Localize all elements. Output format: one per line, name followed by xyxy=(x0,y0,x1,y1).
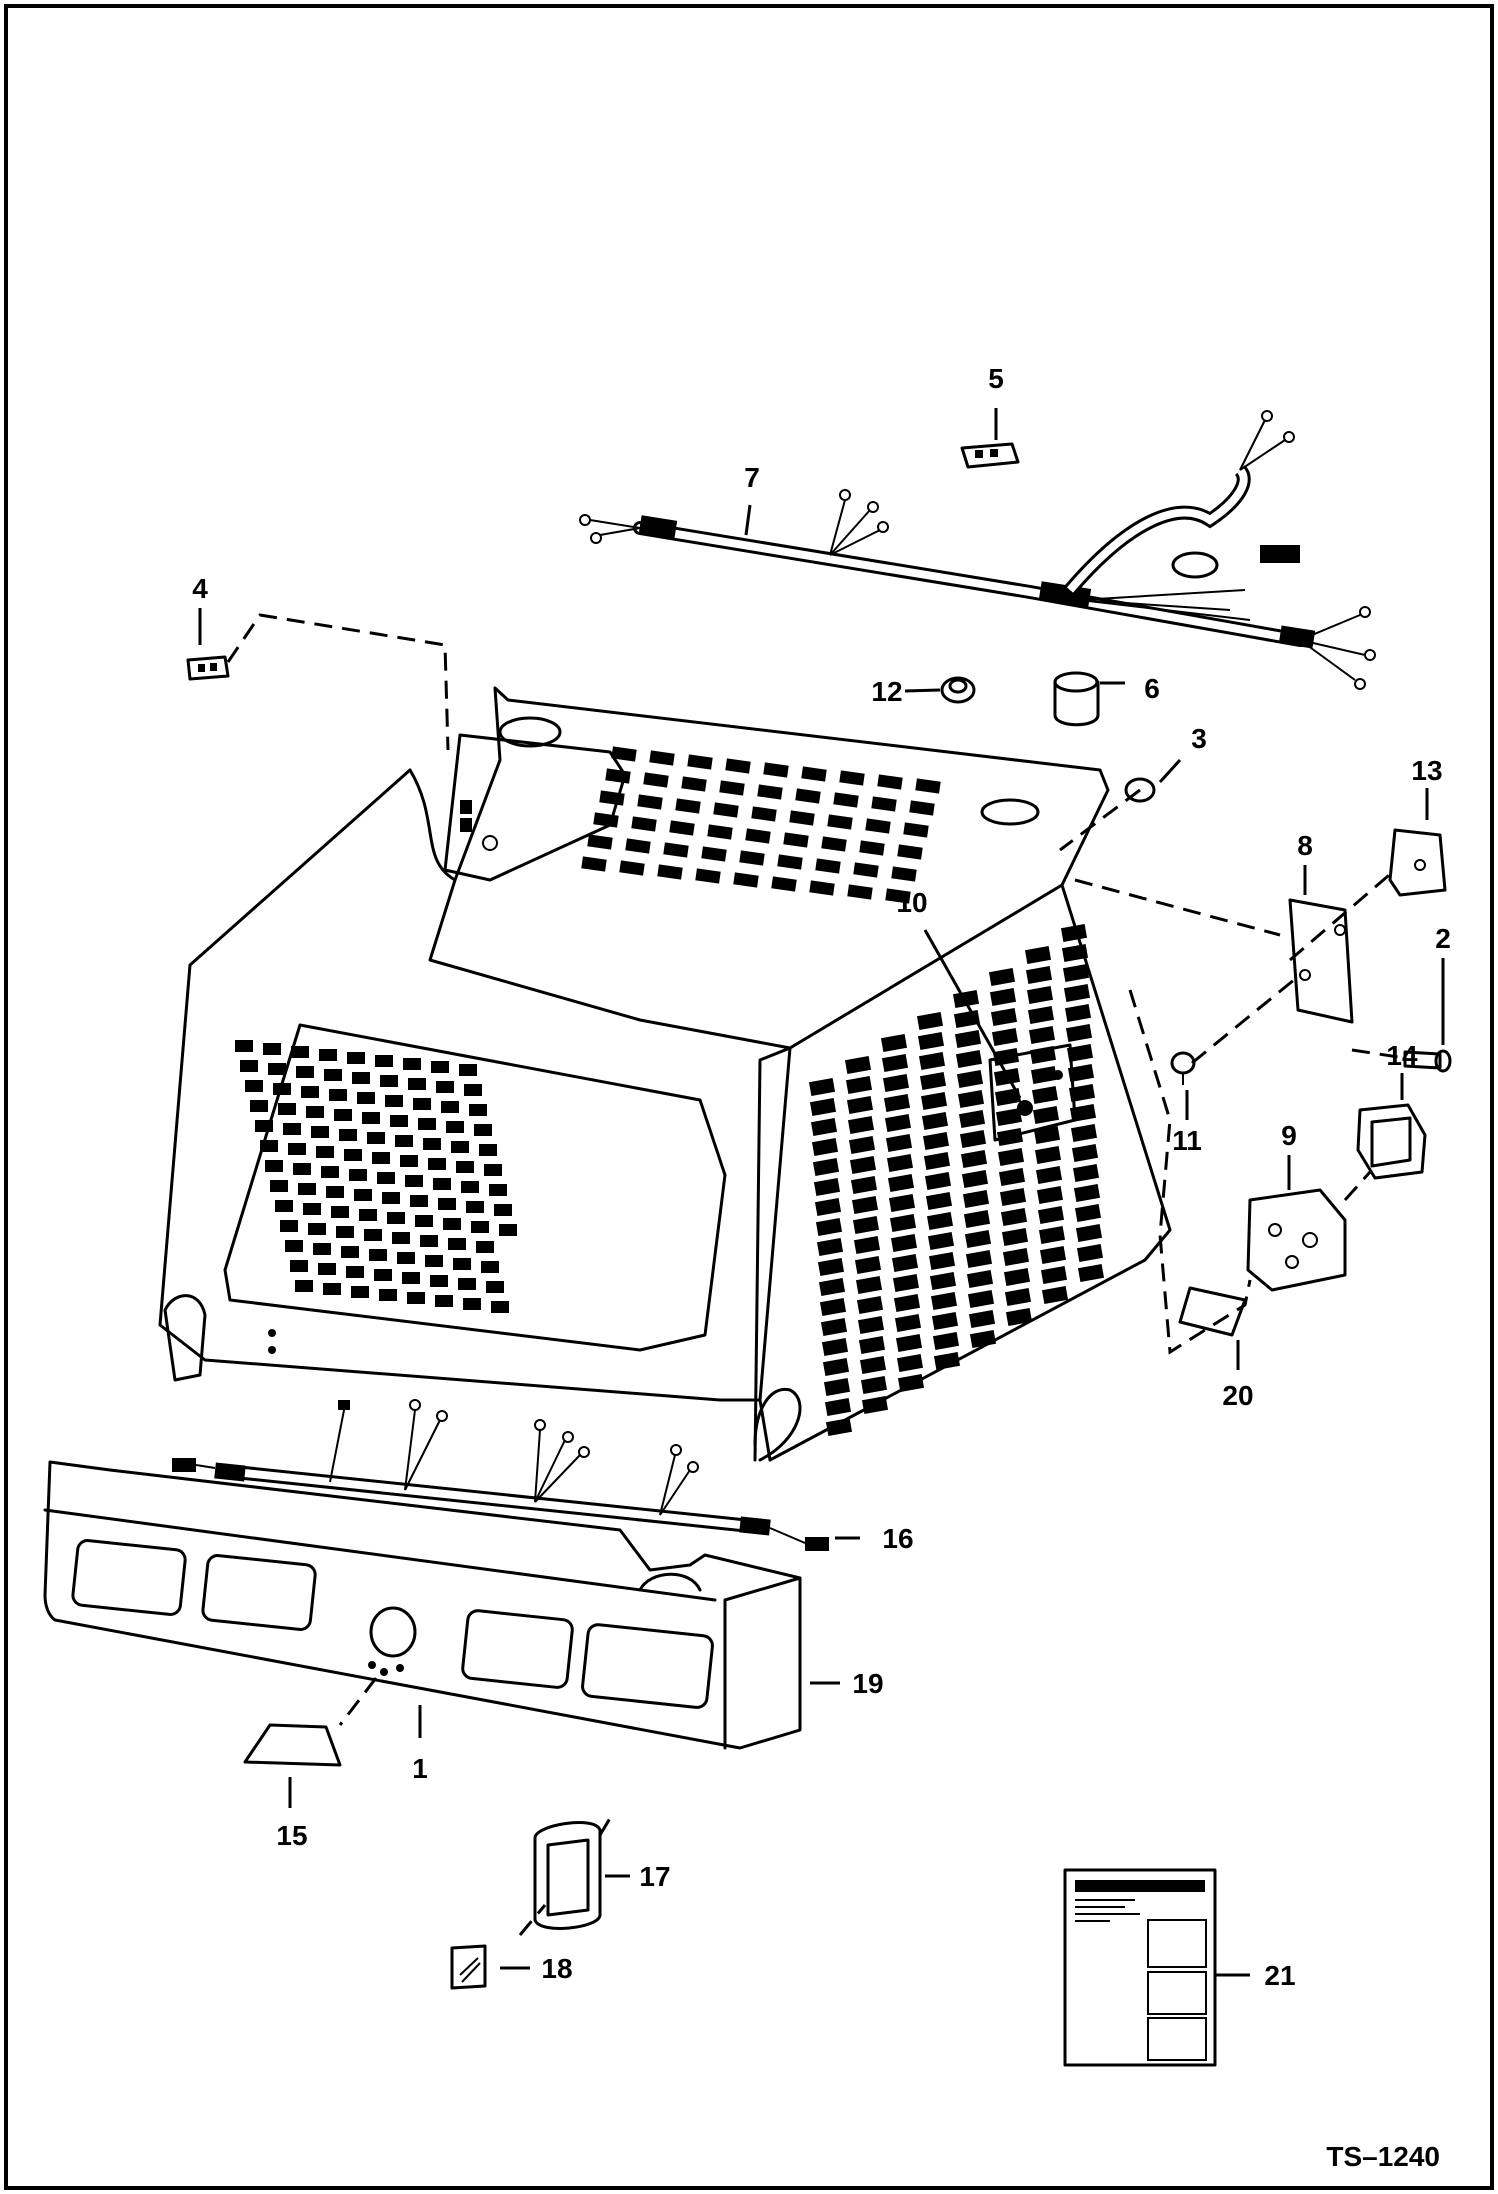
bracket-part-8 xyxy=(1288,898,1354,1024)
callout-20: 20 xyxy=(1222,1380,1253,1411)
wire-harness-front xyxy=(172,1399,829,1551)
bolt-part-11 xyxy=(1170,1051,1196,1085)
side-grille-mesh xyxy=(808,924,1105,1436)
front-window-mesh xyxy=(235,1040,517,1313)
front-light-bar xyxy=(43,1460,802,1750)
gasket-part-20 xyxy=(1178,1286,1247,1337)
leader-lines xyxy=(198,408,1445,1977)
callout-labels: 5 7 4 12 6 3 13 8 10 2 11 14 9 20 16 19 … xyxy=(192,363,1451,2172)
wire-harness-top xyxy=(579,410,1376,690)
callout-9: 9 xyxy=(1281,1120,1297,1151)
figure-code: TS–1240 xyxy=(1326,2141,1440,2172)
callout-12: 12 xyxy=(871,676,902,707)
callout-18: 18 xyxy=(541,1953,572,1984)
callout-19: 19 xyxy=(852,1668,883,1699)
callout-15: 15 xyxy=(276,1820,307,1851)
callout-8: 8 xyxy=(1297,830,1313,861)
connector-part-4 xyxy=(186,655,230,681)
callout-17: 17 xyxy=(639,1861,670,1892)
lens-part-18 xyxy=(450,1944,487,1990)
assembly-lines xyxy=(226,613,1406,1936)
nut-part-12 xyxy=(940,676,976,704)
callout-13: 13 xyxy=(1411,755,1442,786)
lens-housing-part-17 xyxy=(533,1821,602,1930)
callout-14: 14 xyxy=(1386,1040,1418,1071)
callout-6: 6 xyxy=(1144,673,1160,704)
lamp-housing-part-9 xyxy=(1246,1188,1347,1292)
callout-16: 16 xyxy=(882,1523,913,1554)
callout-5: 5 xyxy=(988,363,1004,394)
callout-1: 1 xyxy=(412,1753,428,1784)
roof-vents xyxy=(581,746,941,904)
cab-body xyxy=(158,686,1172,1462)
callout-10: 10 xyxy=(896,887,927,918)
callout-7: 7 xyxy=(744,462,760,493)
callout-2: 2 xyxy=(1435,923,1451,954)
decal-part-15 xyxy=(243,1723,342,1767)
callout-11: 11 xyxy=(1172,1125,1202,1156)
connector-part-5 xyxy=(960,442,1020,469)
callout-3: 3 xyxy=(1191,723,1207,754)
flasher-part-6 xyxy=(1053,671,1100,727)
callout-4: 4 xyxy=(192,573,208,604)
housing-part-13 xyxy=(1388,828,1447,897)
callout-21: 21 xyxy=(1264,1960,1295,1991)
nut-part-3 xyxy=(1124,777,1156,803)
lens-ring-part-14 xyxy=(1356,1103,1427,1180)
page-border xyxy=(4,4,1494,2190)
bolt-part-2 xyxy=(1403,1049,1452,1073)
instruction-sheet-part-21 xyxy=(1063,1868,1217,2067)
